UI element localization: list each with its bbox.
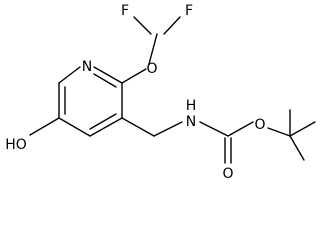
bond-ring-c2-n-inner bbox=[93, 73, 117, 88]
bond-ether-o-ring bbox=[121, 68, 147, 84]
bond-chf2-ether-o bbox=[148, 33, 158, 65]
atom-carbonyl-oxygen: O bbox=[222, 166, 233, 182]
atom-amide-nitrogen: N bbox=[186, 114, 196, 130]
bond-ring-c2-n bbox=[93, 66, 123, 84]
bond-tbu-down bbox=[289, 135, 305, 161]
bond-ring-c4-c3 bbox=[89, 117, 123, 137]
atom-amide-hydrogen: H bbox=[186, 98, 197, 114]
bond-ring-hydroxyl bbox=[29, 117, 60, 136]
atom-fluorine-right: F bbox=[185, 3, 193, 19]
bond-lines bbox=[29, 16, 316, 164]
atom-ether-oxygen: O bbox=[146, 61, 157, 77]
bond-ring-c5-c4 bbox=[58, 117, 91, 137]
atom-ester-oxygen: O bbox=[254, 117, 265, 133]
bond-ring-n-c6 bbox=[58, 66, 81, 84]
atom-ring-nitrogen: N bbox=[82, 59, 92, 75]
bond-ch2-amide-n bbox=[153, 121, 183, 137]
bond-ester-o-tbu bbox=[267, 127, 291, 137]
atom-hydroxyl: HO bbox=[5, 137, 27, 153]
bond-f-right-chf2 bbox=[163, 16, 181, 35]
atom-fluorine-left: F bbox=[121, 3, 129, 19]
bond-tbu-right bbox=[289, 121, 316, 137]
bond-ring-c4-c3-inner bbox=[89, 113, 117, 130]
bond-ring-ch2 bbox=[121, 117, 155, 137]
atom-labels: F F O N HO N H O O bbox=[5, 3, 265, 182]
bond-amide-n-carbonyl bbox=[199, 121, 229, 137]
chemical-structure-drawing: F F O N HO N H O O bbox=[5, 3, 316, 182]
bond-carbonyl-ester-o bbox=[227, 121, 254, 137]
bond-f-left-chf2 bbox=[133, 16, 152, 35]
